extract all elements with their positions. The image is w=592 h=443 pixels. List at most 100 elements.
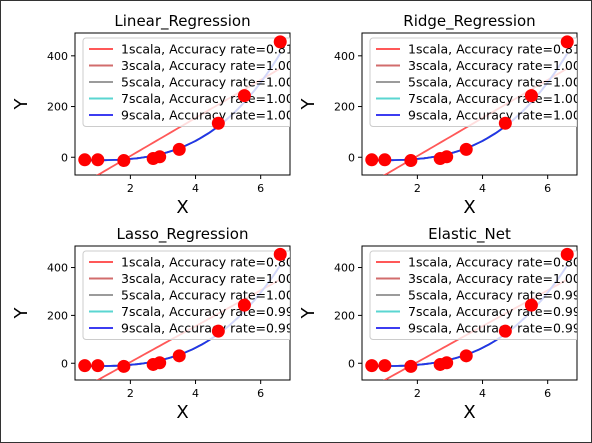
- y-tick-label: 200: [334, 309, 355, 322]
- x-axis-label: X: [463, 402, 475, 423]
- data-point: [378, 153, 392, 167]
- chart-title: Linear_Regression: [114, 12, 250, 31]
- data-point: [211, 324, 225, 338]
- data-point: [365, 359, 379, 373]
- data-point: [211, 116, 225, 130]
- data-point: [91, 153, 105, 167]
- x-tick-label: 4: [192, 387, 199, 400]
- data-point: [237, 89, 251, 103]
- y-tick-label: 0: [348, 357, 355, 370]
- y-tick-label: 400: [47, 262, 68, 275]
- scatter-points: [365, 35, 574, 168]
- legend-label-3: 5scala, Accuracy rate=0.999: [408, 288, 589, 303]
- data-point: [440, 356, 454, 370]
- x-tick-label: 2: [414, 182, 421, 195]
- legend-label-2: 3scala, Accuracy rate=1.000: [408, 271, 589, 286]
- x-tick-label: 4: [192, 182, 199, 195]
- x-tick-label: 2: [414, 387, 421, 400]
- data-point: [153, 356, 167, 370]
- legend-box: [82, 37, 290, 127]
- legend-label-5: 9scala, Accuracy rate=1.000: [121, 108, 302, 123]
- x-tick-label: 4: [479, 387, 486, 400]
- legend-label-4: 7scala, Accuracy rate=1.000: [121, 91, 302, 106]
- legend-label-2: 3scala, Accuracy rate=1.000: [408, 58, 589, 73]
- legend-label-5: 9scala, Accuracy rate=0.994: [121, 321, 302, 336]
- data-point: [440, 150, 454, 164]
- data-point: [237, 298, 251, 312]
- y-tick-label: 0: [61, 357, 68, 370]
- data-point: [153, 150, 167, 164]
- y-tick-label: 0: [348, 151, 355, 164]
- legend-label-4: 7scala, Accuracy rate=0.996: [121, 304, 302, 319]
- x-tick-label: 2: [127, 182, 134, 195]
- y-tick-label: 400: [47, 50, 68, 63]
- chart-title: Ridge_Regression: [403, 12, 535, 31]
- data-point: [560, 247, 574, 261]
- data-point: [273, 247, 287, 261]
- data-point: [378, 359, 392, 373]
- x-tick-label: 6: [257, 387, 264, 400]
- legend-box: [369, 37, 577, 127]
- scatter-points: [78, 35, 287, 168]
- y-axis-label: Y: [298, 307, 319, 320]
- chart-title: Lasso_Regression: [117, 225, 249, 244]
- data-point: [560, 35, 574, 49]
- legend-label-2: 3scala, Accuracy rate=1.000: [121, 58, 302, 73]
- legend-box: [82, 250, 290, 340]
- legend-box: [369, 250, 577, 340]
- y-tick-label: 200: [47, 101, 68, 114]
- legend-label-4: 7scala, Accuracy rate=0.995: [408, 304, 589, 319]
- x-tick-label: 6: [544, 387, 551, 400]
- legend-label-3: 5scala, Accuracy rate=1.000: [408, 75, 589, 90]
- y-tick-label: 400: [334, 262, 355, 275]
- data-point: [273, 35, 287, 49]
- y-tick-label: 0: [61, 151, 68, 164]
- legend-label-1: 1scala, Accuracy rate=0.808: [121, 255, 302, 270]
- data-point: [117, 359, 131, 373]
- y-tick-label: 200: [47, 309, 68, 322]
- x-tick-label: 6: [544, 182, 551, 195]
- scatter-points: [365, 247, 574, 373]
- x-tick-label: 6: [257, 182, 264, 195]
- data-point: [172, 349, 186, 363]
- data-point: [78, 153, 92, 167]
- y-tick-label: 400: [334, 50, 355, 63]
- legend-label-2: 3scala, Accuracy rate=1.000: [121, 271, 302, 286]
- legend-label-5: 9scala, Accuracy rate=0.994: [408, 321, 589, 336]
- data-point: [78, 359, 92, 373]
- legend-label-3: 5scala, Accuracy rate=1.000: [121, 75, 302, 90]
- y-axis-label: Y: [11, 307, 32, 320]
- y-axis-label: Y: [298, 98, 319, 111]
- data-point: [404, 154, 418, 168]
- legend-label-4: 7scala, Accuracy rate=1.000: [408, 91, 589, 106]
- scatter-points: [78, 247, 287, 373]
- data-point: [498, 116, 512, 130]
- legend-label-5: 9scala, Accuracy rate=1.000: [408, 108, 589, 123]
- legend-label-1: 1scala, Accuracy rate=0.814: [408, 42, 589, 57]
- data-point: [404, 359, 418, 373]
- chart-title: Elastic_Net: [428, 225, 511, 244]
- y-axis-label: Y: [11, 98, 32, 111]
- x-axis-label: X: [463, 197, 475, 218]
- legend-label-3: 5scala, Accuracy rate=1.000: [121, 288, 302, 303]
- data-point: [172, 142, 186, 156]
- x-axis-label: X: [176, 197, 188, 218]
- data-point: [117, 154, 131, 168]
- x-tick-label: 2: [127, 387, 134, 400]
- data-point: [498, 324, 512, 338]
- data-point: [524, 89, 538, 103]
- y-tick-label: 200: [334, 101, 355, 114]
- data-point: [459, 142, 473, 156]
- data-point: [524, 298, 538, 312]
- data-point: [91, 359, 105, 373]
- x-tick-label: 4: [479, 182, 486, 195]
